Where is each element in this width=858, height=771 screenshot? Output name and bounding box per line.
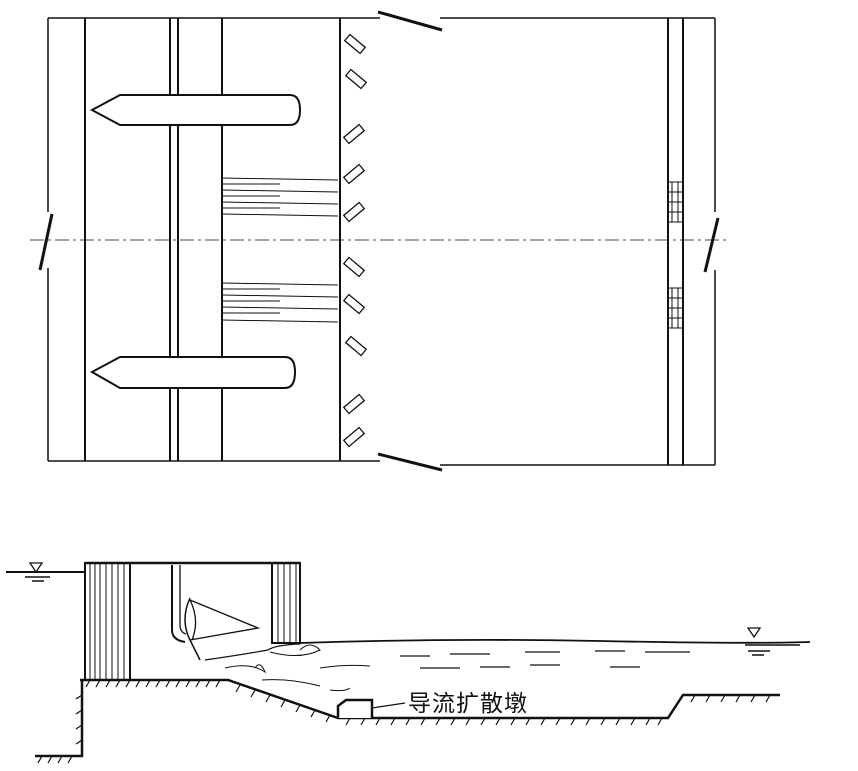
diffusion-pier xyxy=(336,698,374,718)
label-leader-line xyxy=(371,702,406,709)
walls xyxy=(84,18,684,465)
deflector-blocks xyxy=(342,33,368,448)
upstream-water-level-icon xyxy=(6,562,85,582)
downstream-slots xyxy=(668,181,683,329)
downstream-water-level-icon xyxy=(745,627,800,656)
gate-slots xyxy=(221,177,339,323)
pier-bottom xyxy=(89,356,297,389)
plan-outline xyxy=(38,10,720,472)
sluice-structure xyxy=(84,561,301,681)
pier-top xyxy=(89,94,302,126)
plan-view xyxy=(30,10,728,472)
diffusion-pier-label: 导流扩散墩 xyxy=(408,691,528,717)
